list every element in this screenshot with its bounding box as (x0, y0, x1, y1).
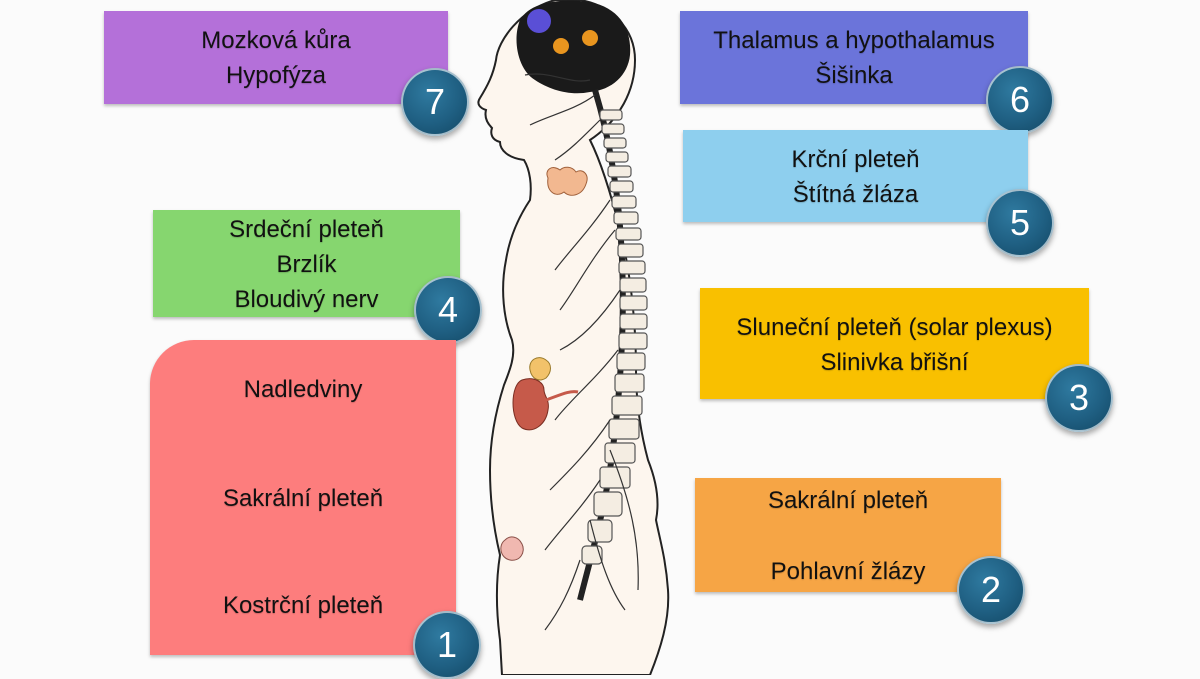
box-5: Krční pleteň Štítná žláza (683, 130, 1028, 222)
badge-7: 7 (401, 68, 469, 136)
box-6: Thalamus a hypothalamus Šišinka (680, 11, 1028, 104)
brain-dot-orange-1 (553, 38, 569, 54)
badge-6: 6 (986, 66, 1054, 134)
thyroid (546, 166, 588, 196)
box-1-line-1: Nadledviny (243, 376, 363, 403)
badge-5: 5 (986, 189, 1054, 257)
badge-4: 4 (414, 276, 482, 344)
box-1: Nadledviny Sakrální pleteň Kostrční plet… (150, 340, 456, 655)
kidney (512, 378, 549, 431)
box-1-line-3: Kostrční pleteň (222, 592, 384, 619)
box-6-line-2: Šišinka (815, 62, 893, 89)
ureter (545, 390, 579, 402)
brain-dot-orange-2 (582, 30, 598, 46)
human-body-illustration (477, 0, 670, 675)
box-1-line-2: Sakrální pleteň (222, 485, 384, 512)
vertebrae (581, 109, 648, 565)
box-2-line-1: Sakrální pleteň (767, 487, 929, 514)
badge-3: 3 (1045, 364, 1113, 432)
box-7-line-2: Hypofýza (225, 62, 327, 89)
box-4-line-3: Bloudivý nerv (234, 286, 379, 313)
brain-dot-blue (527, 9, 551, 33)
box-6-line-1: Thalamus a hypothalamus (713, 27, 995, 54)
box-7-line-1: Mozková kůra (201, 27, 351, 54)
box-7: Mozková kůra Hypofýza (104, 11, 448, 104)
box-3-line-2: Slinivka břišní (820, 349, 969, 376)
gonad (500, 536, 524, 561)
box-2: Sakrální pleteň Pohlavní žlázy (695, 478, 1001, 592)
adrenal-gland (529, 357, 551, 381)
box-3-line-1: Sluneční pleteň (solar plexus) (736, 314, 1053, 341)
badge-2: 2 (957, 556, 1025, 624)
nerves (524, 73, 639, 631)
box-4: Srdeční pleteň Brzlík Bloudivý nerv (153, 210, 460, 317)
box-2-line-2: Pohlavní žlázy (770, 558, 926, 585)
box-4-line-2: Brzlík (276, 251, 337, 278)
box-3: Sluneční pleteň (solar plexus) Slinivka … (700, 288, 1089, 399)
box-5-line-2: Štítná žláza (792, 181, 919, 208)
box-5-line-1: Krční pleteň (791, 146, 920, 173)
box-4-line-1: Srdeční pleteň (229, 216, 384, 243)
